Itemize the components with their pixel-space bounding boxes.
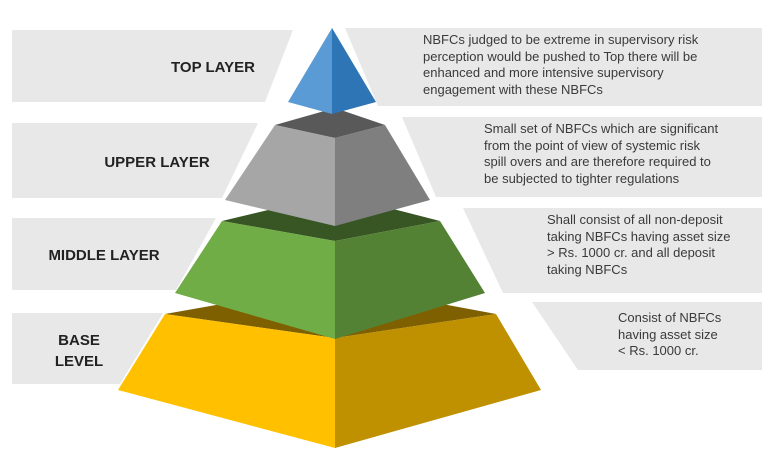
pyramid-base-left-face — [118, 314, 335, 448]
pyramid-base-right-face — [335, 314, 541, 448]
label-upper-layer: UPPER LAYER — [104, 154, 210, 171]
pyramid-upper-left-face — [225, 125, 335, 226]
label-panel-middle — [12, 218, 216, 290]
label-panel-base — [12, 313, 163, 384]
label-middle-layer: MIDDLE LAYER — [48, 247, 160, 264]
pyramid-upper-right-face — [335, 125, 430, 226]
pyramid-middle-right-face — [335, 221, 485, 339]
desc-panel-base — [532, 302, 762, 370]
label-top-layer: TOP LAYER — [171, 59, 255, 76]
pyramid-middle-left-face — [175, 221, 335, 339]
label-panel-top — [12, 30, 293, 102]
desc-panel-top — [345, 28, 762, 106]
pyramid-upper-top-face — [275, 108, 385, 138]
desc-top-layer: NBFCs judged to be extreme in supervisor… — [423, 32, 699, 97]
pyramid-top-left-face — [288, 28, 332, 114]
label-panel-upper — [12, 123, 258, 198]
desc-panel-upper — [402, 117, 762, 197]
desc-upper-layer: Small set of NBFCs which are significant… — [484, 121, 719, 186]
desc-panel-middle — [463, 208, 762, 293]
pyramid-top-right-face — [332, 28, 376, 114]
desc-middle-layer: Shall consist of all non-deposit taking … — [547, 212, 731, 277]
desc-base-level: Consist of NBFCs having asset size < Rs.… — [618, 310, 722, 358]
label-base-level: BASE LEVEL — [54, 332, 104, 370]
